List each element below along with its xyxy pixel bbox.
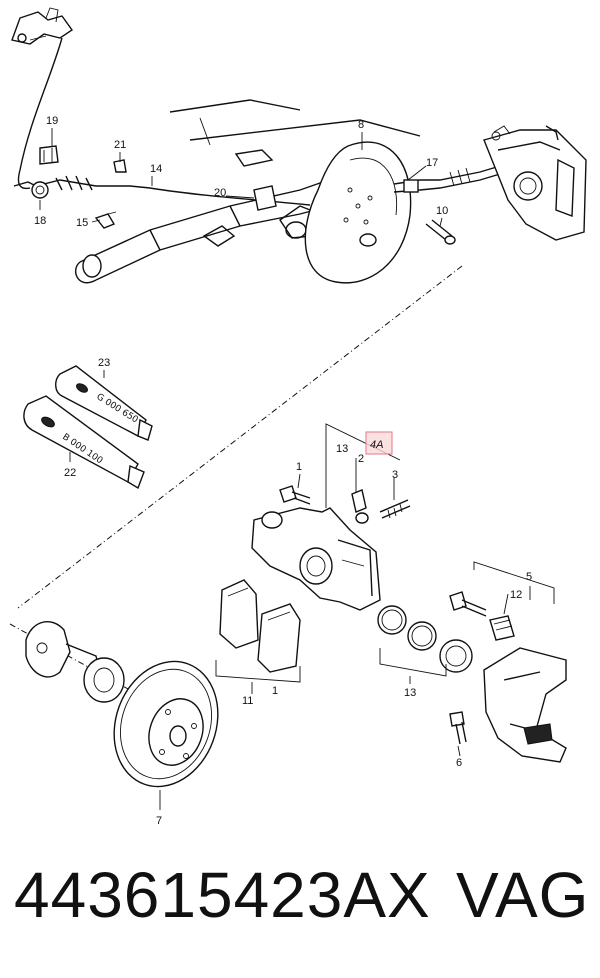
callout-13-bottom: 13	[404, 687, 416, 699]
seal-rings-13	[377, 605, 473, 677]
callout-19: 19	[46, 115, 58, 127]
callout-3: 3	[392, 469, 398, 481]
callout-1-top: 1	[296, 461, 302, 473]
callout-5: 5	[526, 571, 532, 583]
callout-21: 21	[114, 139, 126, 151]
backing-plate-8	[304, 141, 412, 284]
callout-20: 20	[214, 187, 226, 199]
rear-caliper-assembly	[483, 125, 587, 241]
part-number: 443615423AX	[14, 859, 431, 931]
callout-13-top: 13	[336, 443, 348, 455]
clip-21	[113, 159, 127, 173]
handbrake-cable	[13, 37, 311, 206]
bleeder-2	[351, 489, 369, 524]
bolt-1	[279, 485, 311, 505]
callout-10: 10	[436, 205, 448, 217]
brake-disc-7	[113, 660, 219, 788]
bolt-6	[449, 711, 467, 745]
leader-lines	[39, 128, 531, 810]
exploded-parts-diagram: G 000 650 B 000 100	[9, 7, 587, 827]
grease-tube-22: B 000 100	[23, 395, 145, 490]
guide-bolt-group-5	[449, 561, 555, 641]
highlight-box-4a	[365, 431, 393, 455]
bracket-lines-11	[215, 660, 301, 683]
guide-line-top	[17, 265, 463, 609]
callout-4a: 4A	[370, 439, 383, 451]
callout-2: 2	[358, 453, 364, 465]
bolt-10	[425, 219, 456, 245]
callout-23: 23	[98, 357, 110, 369]
callout-14: 14	[150, 163, 162, 175]
callout-11: 11	[242, 695, 253, 707]
spring-clip-15	[94, 211, 117, 229]
callout-17: 17	[426, 157, 438, 169]
wheel-hub	[25, 621, 125, 703]
cable-adjuster-17	[393, 165, 501, 193]
brake-pad-left	[219, 579, 259, 649]
grease-tube-23: G 000 650	[55, 365, 153, 441]
front-caliper-body	[251, 507, 381, 611]
brake-pad-right	[257, 603, 301, 673]
callout-8: 8	[358, 119, 364, 131]
brand-name: VAG	[456, 859, 590, 931]
guide-pin-3	[379, 499, 411, 519]
callout-15: 15	[76, 217, 88, 229]
callout-7: 7	[156, 815, 162, 827]
callout-22: 22	[64, 467, 76, 479]
callout-6: 6	[456, 757, 462, 769]
cable-clip-19	[39, 145, 59, 165]
callout-18: 18	[34, 215, 46, 227]
cable-end-bracket	[11, 7, 73, 45]
callout-12: 12	[510, 589, 522, 601]
rear-axle-beam	[75, 99, 421, 284]
grommet-18	[31, 181, 49, 199]
caliper-carrier	[483, 647, 567, 763]
callout-labels: 19 21 14 18 15 20 8 17 10 23 22 13 4A 1 …	[34, 115, 532, 827]
callout-1-bottom: 1	[272, 685, 278, 697]
